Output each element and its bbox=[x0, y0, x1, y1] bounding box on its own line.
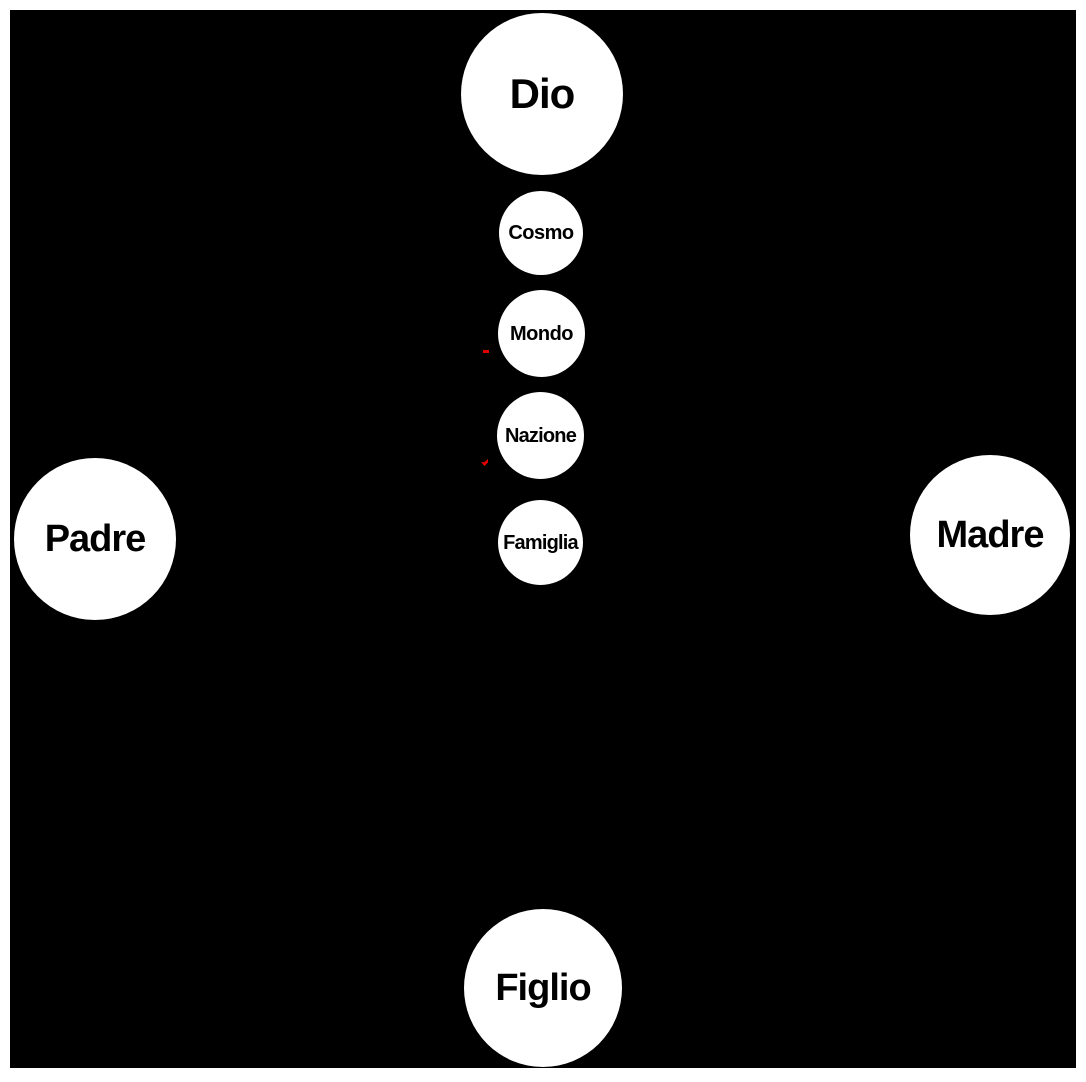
node-figlio-label: Figlio bbox=[495, 967, 591, 1009]
node-dio: Dio bbox=[461, 13, 623, 175]
node-mondo-label: Mondo bbox=[509, 322, 574, 345]
node-famiglia: Famiglia bbox=[498, 500, 583, 585]
node-madre-label: Madre bbox=[936, 514, 1045, 556]
node-madre: Madre bbox=[910, 455, 1070, 615]
node-cosmo-label: Cosmo bbox=[508, 222, 574, 244]
node-padre: Padre bbox=[14, 458, 176, 620]
node-cosmo: Cosmo bbox=[499, 191, 583, 275]
node-padre-label: Padre bbox=[44, 518, 147, 560]
node-figlio: Figlio bbox=[464, 909, 622, 1067]
diagram-canvas: Dio Cosmo Mondo Nazione Famiglia Padre M… bbox=[10, 10, 1076, 1068]
node-famiglia-label: Famiglia bbox=[503, 531, 579, 554]
node-nazione: Nazione bbox=[497, 392, 584, 479]
red-arrowhead-mark bbox=[481, 459, 488, 466]
node-nazione-label: Nazione bbox=[504, 424, 577, 447]
node-dio-label: Dio bbox=[509, 70, 576, 117]
red-dash-mark bbox=[483, 350, 489, 353]
node-mondo: Mondo bbox=[498, 290, 585, 377]
